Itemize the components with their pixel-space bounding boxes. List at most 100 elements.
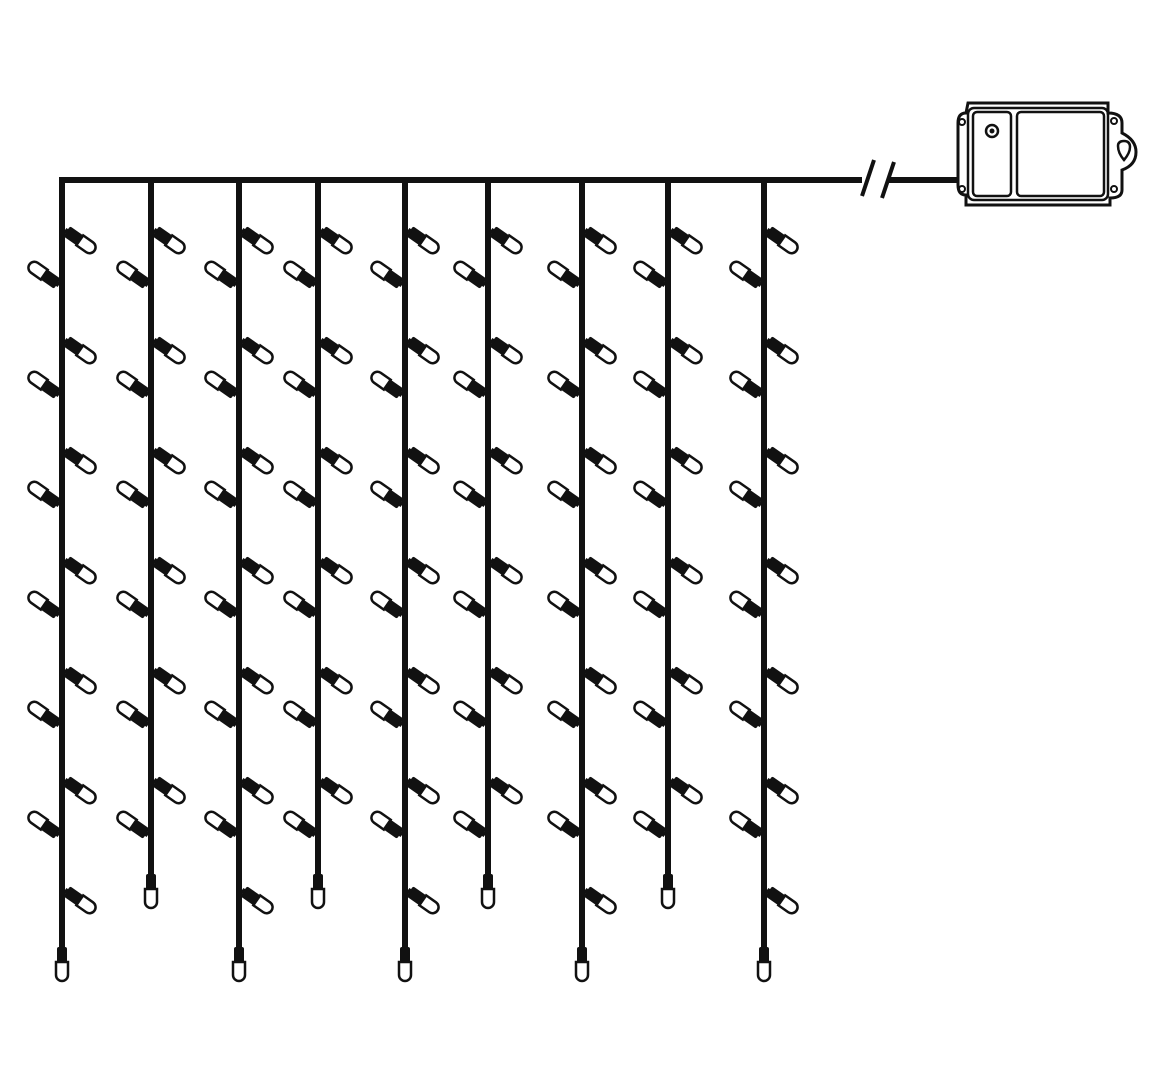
led-bulb-icon <box>583 887 617 915</box>
led-bulb-icon <box>729 480 763 508</box>
led-bulb-icon <box>116 480 150 508</box>
strand-bulbs <box>283 227 353 838</box>
led-bulb-icon <box>319 337 353 365</box>
led-bulb-icon <box>633 370 667 398</box>
led-bulb-icon <box>319 667 353 695</box>
led-bulb-icon <box>406 887 440 915</box>
led-bulb-icon <box>406 777 440 805</box>
led-bulb-icon <box>370 370 404 398</box>
led-bulb-icon <box>633 480 667 508</box>
led-bulb-icon <box>283 370 317 398</box>
led-bulb-icon <box>27 810 61 838</box>
led-bulb-icon <box>240 447 274 475</box>
led-bulb-icon <box>453 810 487 838</box>
led-bulb-icon <box>583 557 617 585</box>
led-bulb-icon <box>547 260 581 288</box>
led-bulb-icon <box>370 480 404 508</box>
led-bulb-icon <box>633 700 667 728</box>
strand-bulbs <box>370 227 440 915</box>
led-bulb-icon <box>116 260 150 288</box>
strand-bulbs <box>204 227 274 915</box>
end-caps-layer <box>54 874 772 983</box>
led-bulb-icon <box>406 557 440 585</box>
wires-layer <box>59 159 962 955</box>
strand-bulbs <box>116 227 186 838</box>
led-bulb-icon <box>283 810 317 838</box>
led-bulb-icon <box>765 557 799 585</box>
led-bulb-icon <box>319 447 353 475</box>
led-bulb-icon <box>583 337 617 365</box>
led-bulb-icon <box>406 227 440 255</box>
led-bulb-icon <box>27 590 61 618</box>
led-bulb-icon <box>152 557 186 585</box>
end-cap-icon <box>480 874 496 910</box>
led-bulb-icon <box>319 227 353 255</box>
led-bulb-icon <box>204 480 238 508</box>
end-cap-icon <box>660 874 676 910</box>
end-cap-icon <box>143 874 159 910</box>
led-bulb-icon <box>370 590 404 618</box>
led-bulb-icon <box>152 447 186 475</box>
led-bulb-icon <box>116 700 150 728</box>
led-bulb-icon <box>116 810 150 838</box>
led-bulb-icon <box>370 260 404 288</box>
led-bulb-icon <box>453 370 487 398</box>
led-bulb-icon <box>204 810 238 838</box>
end-cap-icon <box>397 947 413 983</box>
led-bulb-icon <box>729 700 763 728</box>
led-bulb-icon <box>27 260 61 288</box>
led-bulb-icon <box>240 227 274 255</box>
led-bulb-icon <box>453 260 487 288</box>
led-bulb-icon <box>152 337 186 365</box>
led-bulb-icon <box>204 260 238 288</box>
led-bulb-icon <box>453 480 487 508</box>
strand-bulbs <box>633 227 703 838</box>
led-bulb-icon <box>669 667 703 695</box>
led-bulb-icon <box>283 590 317 618</box>
strand-bulbs <box>547 227 617 915</box>
led-bulb-icon <box>240 337 274 365</box>
led-bulb-icon <box>765 227 799 255</box>
led-bulb-icon <box>204 590 238 618</box>
led-bulb-icon <box>319 777 353 805</box>
strand-bulbs <box>729 227 799 915</box>
led-bulb-icon <box>489 667 523 695</box>
led-bulb-icon <box>669 447 703 475</box>
led-bulb-icon <box>669 337 703 365</box>
led-bulb-icon <box>27 700 61 728</box>
led-bulb-icon <box>370 810 404 838</box>
led-bulb-icon <box>283 480 317 508</box>
led-bulb-icon <box>765 667 799 695</box>
led-bulb-icon <box>489 337 523 365</box>
led-bulb-icon <box>633 810 667 838</box>
led-bulb-icon <box>583 667 617 695</box>
end-cap-icon <box>231 947 247 983</box>
strand-bulbs <box>453 227 523 838</box>
led-bulb-icon <box>27 370 61 398</box>
led-bulb-icon <box>319 557 353 585</box>
led-bulb-icon <box>152 777 186 805</box>
led-bulb-icon <box>729 260 763 288</box>
led-bulb-icon <box>116 370 150 398</box>
led-bulb-icon <box>583 447 617 475</box>
led-bulb-icon <box>240 557 274 585</box>
led-bulb-icon <box>453 590 487 618</box>
led-bulb-icon <box>204 370 238 398</box>
led-bulb-icon <box>633 260 667 288</box>
led-bulb-icon <box>547 370 581 398</box>
end-cap-icon <box>756 947 772 983</box>
led-bulb-icon <box>63 447 97 475</box>
led-bulb-icon <box>765 887 799 915</box>
led-bulb-icon <box>669 557 703 585</box>
end-cap-icon <box>574 947 590 983</box>
led-bulb-icon <box>152 667 186 695</box>
led-bulb-icon <box>489 227 523 255</box>
led-bulb-icon <box>489 557 523 585</box>
led-bulb-icon <box>547 590 581 618</box>
led-bulb-icon <box>63 557 97 585</box>
led-bulb-icon <box>27 480 61 508</box>
led-bulb-icon <box>240 777 274 805</box>
led-bulb-icon <box>729 590 763 618</box>
